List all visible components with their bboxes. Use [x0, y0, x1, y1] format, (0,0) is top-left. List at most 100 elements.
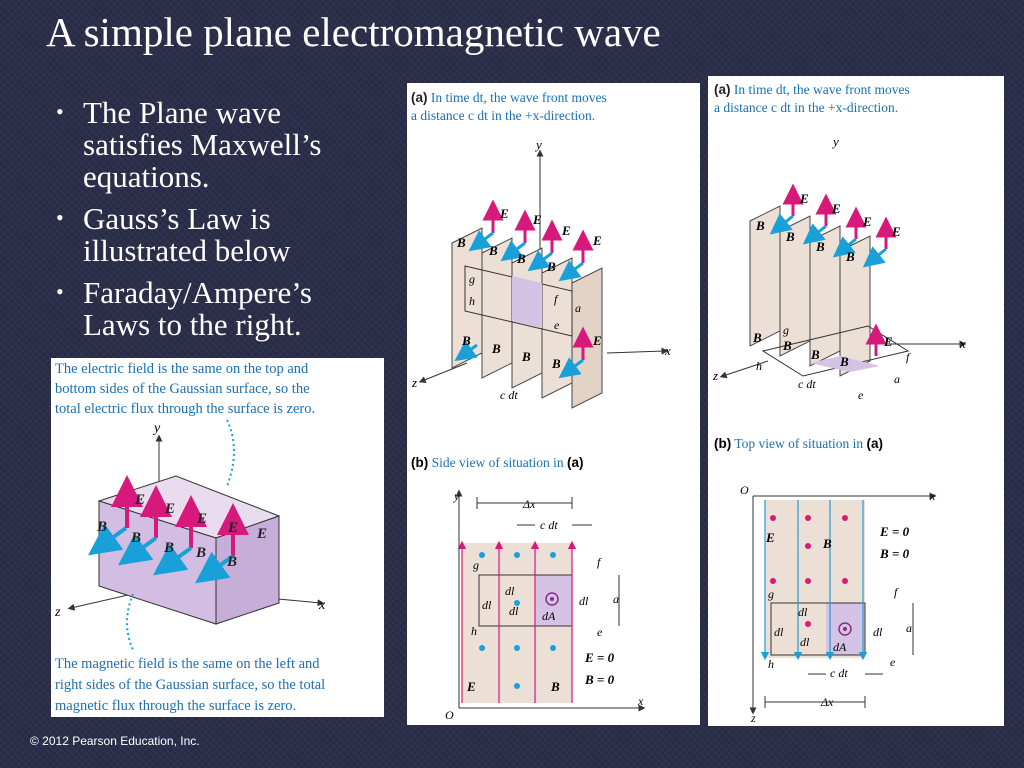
e-label: E: [164, 501, 175, 517]
b-label: B: [822, 536, 832, 551]
h-label: h: [471, 624, 477, 638]
gauss-law-figure: The electric field is the same on the to…: [51, 358, 384, 717]
bullet-item: Faraday/Ampere’s Laws to the right.: [56, 276, 386, 341]
e-vectors: [482, 199, 594, 360]
loop-area: [512, 276, 542, 328]
b-zero-label: B = 0: [879, 546, 910, 561]
x-label: x: [664, 343, 671, 358]
e-point-label: e: [554, 318, 560, 332]
b-label: B: [782, 338, 792, 353]
dl-label: dl: [482, 598, 492, 612]
e-label: E: [831, 201, 841, 216]
b-label: B: [195, 545, 206, 561]
f-label: f: [597, 555, 602, 569]
e-zero-label: E = 0: [879, 524, 910, 539]
da-label: dA: [833, 640, 847, 654]
b-label: B: [130, 530, 141, 546]
loop: [770, 602, 866, 656]
dl-label: dl: [798, 605, 808, 619]
g-label: g: [768, 587, 774, 601]
da-area: [535, 575, 572, 626]
da-label: dA: [542, 609, 556, 623]
e-label: E: [765, 530, 775, 545]
b-label: B: [550, 679, 560, 694]
gauss-bottom-caption-line: right sides of the Gaussian surface, so …: [55, 677, 325, 693]
dl-label: dl: [873, 625, 883, 639]
z-label: z: [750, 711, 756, 725]
e-label: E: [256, 526, 267, 542]
x-label: x: [637, 694, 644, 708]
caption-text: Top view of situation in: [731, 436, 866, 451]
cdt-label: c dt: [830, 666, 848, 680]
e-vector-group: [111, 475, 249, 556]
svg-text:(a) In time dt, the wave front: (a) In time dt, the wave front moves a d…: [411, 90, 610, 123]
g-label: g: [473, 558, 479, 572]
b-label: B: [839, 354, 849, 369]
e-point-label: e: [597, 625, 603, 639]
dl-label: dl: [800, 635, 810, 649]
svg-text:(a) In time dt, the wave front: (a) In time dt, the wave front moves a d…: [714, 82, 913, 115]
b-label: B: [461, 333, 471, 348]
g-label: g: [783, 323, 789, 337]
f-label: f: [894, 585, 899, 599]
e-label: E: [862, 214, 872, 229]
caption-text: Side view of situation in: [428, 455, 567, 470]
b-label: B: [226, 554, 237, 570]
b-label: B: [755, 218, 765, 233]
rectangle-loop: [761, 325, 910, 377]
b-label: B: [810, 347, 820, 362]
cdt-label: c dt: [540, 518, 558, 532]
b-label: B: [516, 251, 526, 266]
b-vectors: [454, 230, 584, 379]
dl-label: dl: [579, 594, 589, 608]
b-vector-group: [88, 523, 235, 584]
x-label: x: [318, 598, 326, 613]
svg-text:The magnetic field is the same: The magnetic field is the same on the le…: [55, 656, 329, 714]
caption-tag: (a): [714, 82, 731, 97]
side-view-figure: (a) In time dt, the wave front moves a d…: [407, 83, 700, 725]
e-label: E: [196, 511, 207, 527]
dl-label: dl: [505, 584, 515, 598]
e-point-label: e: [858, 388, 864, 402]
e-label: E: [532, 212, 542, 227]
caption-ref: (a): [567, 455, 584, 470]
h-label: h: [469, 294, 475, 308]
h-label: h: [756, 359, 762, 373]
x-label: x: [959, 336, 966, 351]
caption-text: a distance c dt in the +x-direction.: [714, 100, 898, 115]
b-vectors: [769, 213, 887, 268]
e-label: E: [499, 206, 509, 221]
bullet-item: Gauss’s Law is illustrated below: [56, 202, 386, 267]
f-label: f: [906, 350, 911, 364]
gauss-top-caption-line: bottom sides of the Gaussian surface, so…: [55, 381, 310, 397]
y-label: y: [152, 421, 161, 436]
e-label: E: [134, 492, 145, 508]
caption-text: In time dt, the wave front moves: [731, 82, 910, 97]
gauss-bottom-caption-line: magnetic flux through the surface is zer…: [55, 698, 296, 714]
pointer-top: [226, 419, 235, 487]
cdt-label: c dt: [798, 377, 816, 391]
e-label: E: [891, 224, 901, 239]
e-label: E: [561, 223, 571, 238]
caption-text: a distance c dt in the +x-direction.: [411, 108, 595, 123]
svg-text:(b) Top view of situation in (: (b) Top view of situation in (a): [714, 436, 883, 451]
b-label: B: [488, 243, 498, 258]
wave-planes: [749, 205, 871, 377]
caption-tag: (a): [411, 90, 428, 105]
h-label: h: [768, 657, 774, 671]
b-label: B: [546, 259, 556, 274]
b-dots: [479, 552, 556, 689]
origin-label: O: [740, 483, 749, 497]
e-label: E: [799, 191, 809, 206]
g-label: g: [469, 272, 475, 286]
gauss-bottom-caption-line: The magnetic field is the same on the le…: [55, 656, 320, 672]
e-label: E: [592, 333, 602, 348]
caption-ref: (a): [867, 436, 884, 451]
b-label: B: [815, 239, 825, 254]
svg-text:(b) Side view of situation in: (b) Side view of situation in (a): [411, 455, 584, 470]
y-label: y: [453, 489, 460, 503]
dl-label: dl: [774, 625, 784, 639]
dl-label: dl: [509, 604, 519, 618]
b-label: B: [456, 235, 466, 250]
z-label: z: [54, 605, 61, 620]
